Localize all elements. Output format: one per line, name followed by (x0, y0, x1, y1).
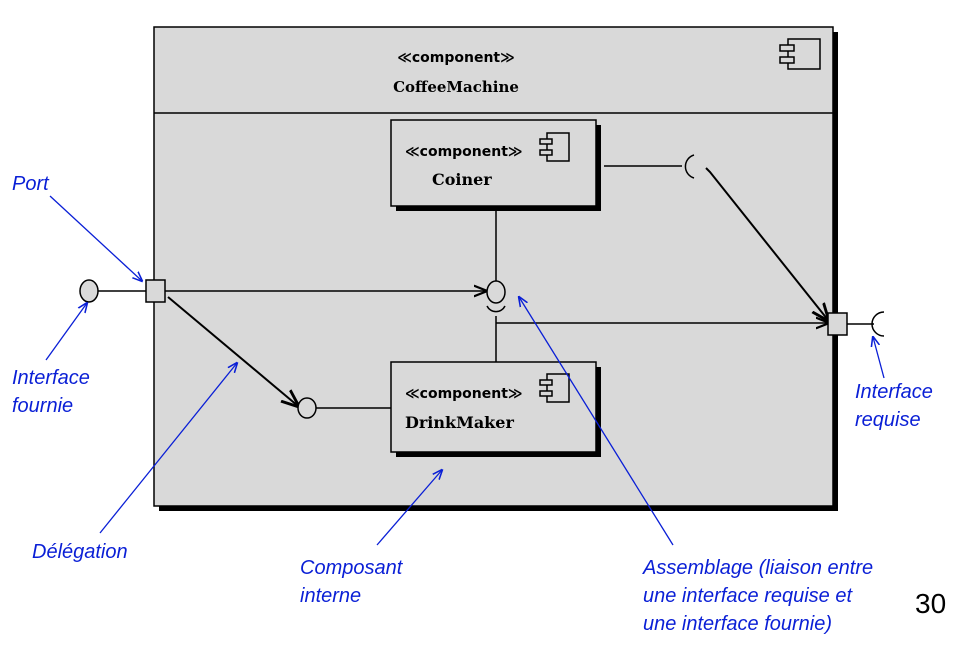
delegation-connector (167, 296, 298, 406)
coffeemachine-name: CoffeeMachine (393, 78, 519, 96)
assemblage-line-1: Assemblage (liaison entre (643, 557, 874, 579)
interface-fournie-line-2: fournie (12, 395, 74, 417)
drinkmaker-stereotype: ≪component≫ (405, 386, 523, 402)
interface-fournie-line-1: Interface (12, 367, 90, 389)
coffeemachine-stereotype: ≪component≫ (397, 50, 515, 66)
drinkmaker-provided-interface (297, 397, 391, 419)
assembly-connector (486, 211, 506, 362)
port-label: Port (12, 173, 49, 195)
left-provided-interface (79, 279, 146, 303)
assemblage-label: Assemblage (liaison entre une interface … (643, 554, 873, 638)
assemblage-arrow (519, 297, 674, 546)
assemblage-line-2: une interface requise et (643, 585, 853, 607)
interface-requise-line-2: requise (855, 409, 921, 431)
interface-requise-label: Interface requise (855, 378, 933, 434)
port-arrow (49, 195, 142, 281)
component-icon (539, 132, 570, 162)
composant-interne-label: Composant interne (300, 554, 402, 610)
interface-requise-arrow (873, 337, 885, 379)
assemblage-line-3: une interface fournie) (643, 613, 833, 635)
composant-interne-arrow (376, 470, 442, 546)
drinkmaker-name: DrinkMaker (405, 413, 514, 432)
component-icon (779, 38, 821, 70)
delegation-label: Délégation (32, 541, 128, 563)
coffeemachine-component: ≪component≫ CoffeeMachine (153, 26, 838, 511)
delegation-arrow (99, 363, 237, 534)
drinkmaker-component: ≪component≫ DrinkMaker (390, 361, 601, 457)
slide-number: 30 (915, 588, 947, 619)
interface-requise-line-1: Interface (855, 381, 933, 403)
coiner-stereotype: ≪component≫ (405, 144, 523, 160)
right-port (827, 312, 848, 336)
component-icon (539, 373, 570, 403)
coiner-required-interface (604, 154, 828, 320)
composant-interne-line-1: Composant (300, 557, 403, 579)
interface-fournie-label: Interface fournie (12, 364, 90, 420)
coiner-name: Coiner (432, 170, 492, 189)
coiner-component: ≪component≫ Coiner (390, 119, 601, 211)
left-port (145, 279, 166, 303)
right-required-interface (847, 311, 885, 337)
composant-interne-line-2: interne (300, 585, 362, 607)
interface-fournie-arrow (45, 303, 87, 361)
